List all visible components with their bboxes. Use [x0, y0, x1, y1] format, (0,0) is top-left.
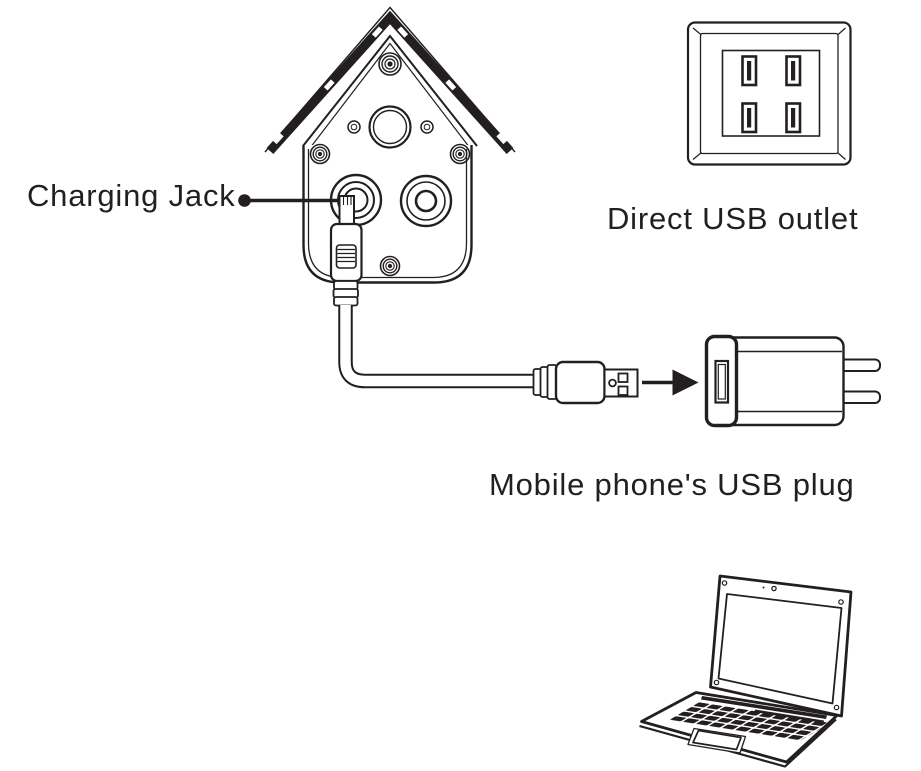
screw-icon	[449, 143, 471, 165]
webcam-icon	[771, 585, 777, 592]
arrow-right-icon	[642, 369, 699, 396]
direct-usb-outlet-label: Direct USB outlet	[607, 201, 859, 236]
laptop-touchpad	[692, 729, 742, 751]
usb-cable-icon	[329, 195, 639, 405]
hanging-hole-icon	[368, 105, 412, 149]
usb-a-connector-icon	[554, 360, 639, 405]
laptop-keyboard	[668, 702, 831, 741]
screw-icon	[378, 52, 402, 76]
charging-jack-label: Charging Jack	[27, 178, 236, 213]
strain-relief-icon	[532, 364, 558, 400]
charging-jack-leader-dot-icon	[238, 194, 352, 207]
small-hole-icon	[347, 120, 361, 134]
mobile-phone-usb-plug-label: Mobile phone's USB plug	[489, 467, 855, 502]
usb-port-icon	[714, 359, 730, 404]
usb-power-adapter-icon	[704, 334, 881, 428]
usb-port-icon	[741, 55, 758, 87]
strain-relief-icon	[332, 280, 359, 307]
screw-icon	[379, 255, 401, 277]
plug-prong-icon	[838, 358, 881, 404]
screw-icon	[309, 143, 331, 165]
laptop-screen	[717, 593, 843, 705]
usb-port-icon	[741, 102, 758, 134]
usb-port-icon	[785, 102, 802, 134]
small-hole-icon	[420, 120, 434, 134]
speaker-icon	[399, 174, 453, 228]
laptop-icon	[639, 574, 853, 768]
roof-band	[266, 10, 514, 155]
usb-port-icon	[785, 55, 802, 87]
usb-wall-outlet-icon	[686, 21, 852, 166]
cable-plug-icon	[329, 195, 363, 283]
birdhouse-device-back-icon	[264, 6, 516, 284]
